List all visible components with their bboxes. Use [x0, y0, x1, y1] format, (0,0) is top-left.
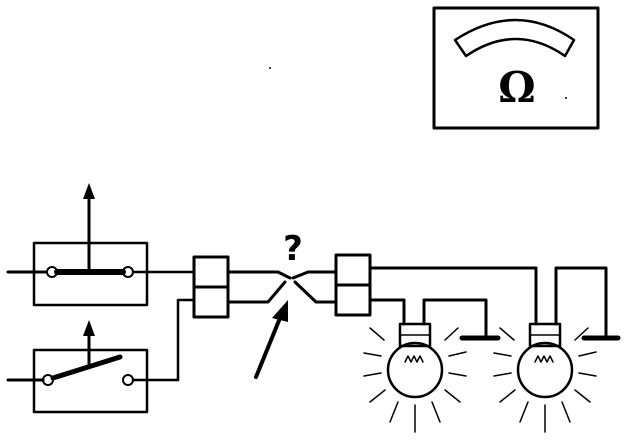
input-wires	[176, 270, 196, 382]
connector-right-icon	[334, 253, 372, 317]
arrow-up-icon	[83, 183, 95, 274]
output-wires	[368, 266, 621, 341]
arrow-up-icon	[83, 320, 95, 369]
ohmmeter-icon: Ω	[269, 6, 600, 130]
fault-question-mark: ?	[283, 229, 303, 269]
switch-open-icon	[6, 320, 180, 414]
bulb-icon	[493, 322, 597, 433]
pointer-arrow-icon	[254, 300, 288, 379]
ohmmeter-symbol: Ω	[498, 63, 535, 112]
switch-closed-icon	[6, 183, 180, 307]
connector-left-icon	[192, 255, 230, 319]
fault-wires: ?	[226, 229, 338, 304]
bulb-icon	[363, 322, 467, 433]
